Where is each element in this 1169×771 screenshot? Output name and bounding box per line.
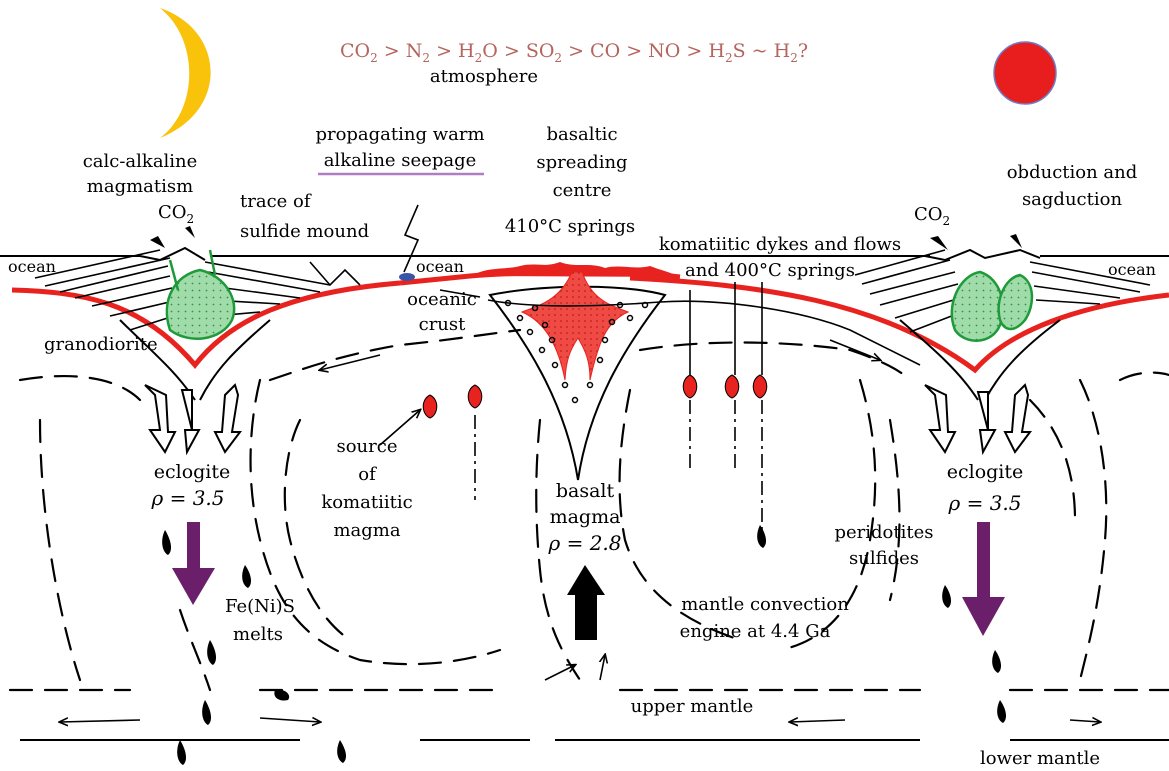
komatiite-drop [753,375,767,398]
basaltic-label: basaltic [546,124,617,145]
propagating-label: alkaline seepage [324,150,477,171]
trace-sulfide-label: trace of [240,191,312,212]
rho-left-label: ρ = 3.5 [150,486,224,510]
fenis-melts-label: melts [233,624,283,645]
lower-mantle-label: lower mantle [980,748,1100,769]
atmosphere-label: atmosphere [430,66,538,87]
left-arc-volcano [12,226,400,400]
fenis-melts-label: Fe(Ni)S [225,596,295,617]
eclogite-left-label: eclogite [154,461,231,483]
basalt-rise-arrow [567,565,605,640]
peridotites-label: sulfides [849,548,919,569]
rho-basalt-label: ρ = 2.8 [547,531,621,555]
upper-mantle-label: upper mantle [631,696,754,717]
ocean-mid-label: ocean [416,257,464,276]
komatiite-drop [683,375,697,398]
propagating-label: propagating warm [315,124,484,145]
convection-engine-label: engine at 4.4 Ga [680,621,831,642]
seepage-vent [399,273,415,281]
rho-right-label: ρ = 3.5 [947,491,1021,515]
trace-sulfide-label: sulfide mound [240,221,369,242]
peridotites-label: peridotites [834,522,933,543]
ocean-left-label: ocean [8,257,56,276]
sun-icon [994,42,1056,104]
komatiite-dykes [690,282,762,540]
calc-alkaline-label: magmatism [87,176,193,197]
basaltic-label: centre [553,180,612,201]
moon-icon [160,8,211,138]
eclogite-sink-arrow-left [172,522,215,605]
right-arc-volcano [630,234,1169,400]
atmosphere-formula: CO2 > N2 > H2O > SO2 > CO > NO > H2S ~ H… [340,40,808,65]
source-komatiitic-label: of [358,464,377,485]
basaltic-label: spreading [536,152,627,173]
komatiite-source-drop [468,385,482,408]
oceanic-crust-label: oceanic [407,289,477,310]
source-komatiitic-label: magma [333,520,400,541]
komatiitic-dykes-label: and 400°C springs [685,260,855,281]
basalt-magma-label: basalt [556,480,615,502]
co2-right-label: CO2 [914,204,950,228]
source-komatiitic-label: source [336,436,397,457]
convection-engine-label: mantle convection [681,594,849,615]
co2-left-label: CO2 [158,202,194,226]
springs-410-label: 410°C springs [505,216,635,237]
ocean-right-label: ocean [1108,260,1156,279]
komatiite-source-drop [423,395,437,418]
basalt-magma-label: magma [550,506,621,528]
granodiorite-label: granodiorite [44,334,158,355]
calc-alkaline-label: calc-alkaline [83,151,198,172]
downwelling-arrows-left [145,385,240,452]
source-komatiitic-label: komatiitic [321,492,412,513]
komatiitic-dykes-label: komatiitic dykes and flows [659,234,901,255]
sulfide-mound-trace [310,262,360,285]
eclogite-right-label: eclogite [947,461,1024,483]
obduction-label: obduction and [1007,162,1138,183]
komatiite-drop [725,375,739,398]
obduction-label: sagduction [1022,189,1123,210]
oceanic-crust-label: crust [419,314,467,335]
downwelling-arrows-right [925,385,1030,452]
eclogite-sink-arrow-right [962,522,1005,636]
